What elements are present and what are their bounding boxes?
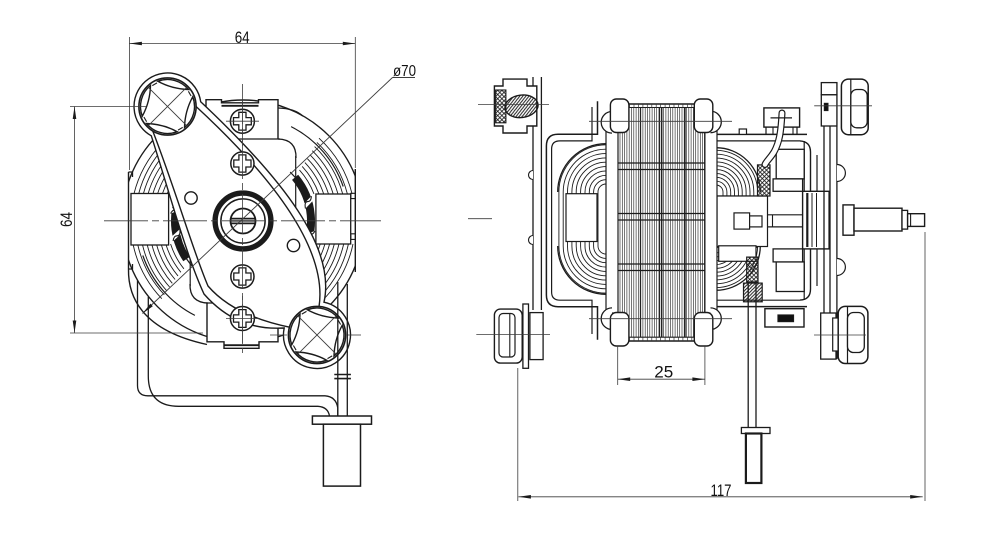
svg-text:117: 117 <box>711 481 732 500</box>
svg-text:25: 25 <box>654 363 673 382</box>
svg-text:ø70: ø70 <box>393 63 416 80</box>
svg-text:64: 64 <box>235 28 250 47</box>
svg-text:64: 64 <box>57 212 76 227</box>
